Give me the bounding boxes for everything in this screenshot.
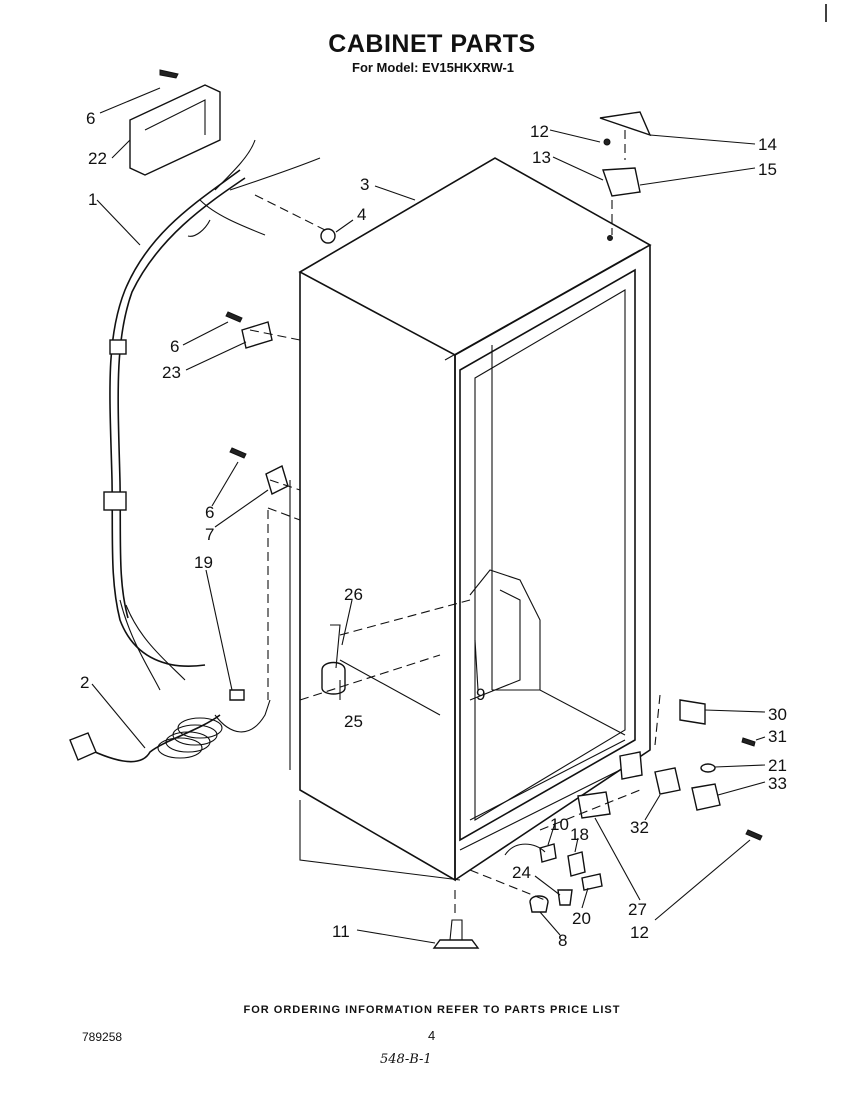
callout-label: 2	[80, 673, 89, 692]
small-parts	[225, 111, 763, 949]
callout-label: 6	[170, 337, 179, 356]
callout-label: 27	[628, 900, 647, 919]
callout-label: 8	[558, 931, 567, 950]
callout-label: 12	[630, 923, 649, 942]
bracket-22	[129, 69, 221, 176]
ordering-note: FOR ORDERING INFORMATION REFER TO PARTS …	[243, 1004, 621, 1016]
cabinet-body	[289, 157, 652, 882]
callout-label: 4	[357, 205, 366, 224]
callout-label: 25	[344, 712, 363, 731]
callout-label: 15	[758, 160, 777, 179]
callout-label: 19	[194, 553, 213, 572]
callout-label: 32	[630, 818, 649, 837]
callout-label: 23	[162, 363, 181, 382]
callout-label: 18	[570, 825, 589, 844]
handwritten-code: 548-B-1	[380, 1052, 432, 1067]
callout-label: 10	[550, 815, 569, 834]
callout-label: 1	[88, 190, 97, 209]
callout-label: 6	[86, 109, 95, 128]
callout-label: 22	[88, 149, 107, 168]
callout-label: 21	[768, 756, 787, 775]
model-subtitle: For Model: EV15HKXRW-1	[352, 60, 515, 75]
callout-labels: 6 22 1 3 4 6 23 6 7 19 2 26 25 9 12 13 1…	[80, 109, 787, 950]
callout-label: 14	[758, 135, 777, 154]
callout-label: 12	[530, 122, 549, 141]
callout-label: 20	[572, 909, 591, 928]
page-title: CABINET PARTS	[328, 30, 536, 58]
callout-label: 11	[332, 922, 350, 941]
leader-lines	[91, 87, 766, 944]
callout-label: 33	[768, 774, 787, 793]
callout-label: 3	[360, 175, 369, 194]
callout-label: 24	[512, 863, 531, 882]
callout-label: 6	[205, 503, 214, 522]
alignment-lines	[249, 130, 661, 915]
callout-label: 31	[768, 727, 787, 746]
document-number: 789258	[82, 1030, 123, 1044]
callout-label: 30	[768, 705, 787, 724]
page-number: 4	[428, 1028, 436, 1043]
callout-label: 26	[344, 585, 363, 604]
callout-label: 9	[476, 685, 485, 704]
callout-label: 13	[532, 148, 551, 167]
callout-label: 7	[205, 525, 214, 544]
power-cord	[69, 699, 271, 763]
wiring-harness	[103, 139, 321, 691]
